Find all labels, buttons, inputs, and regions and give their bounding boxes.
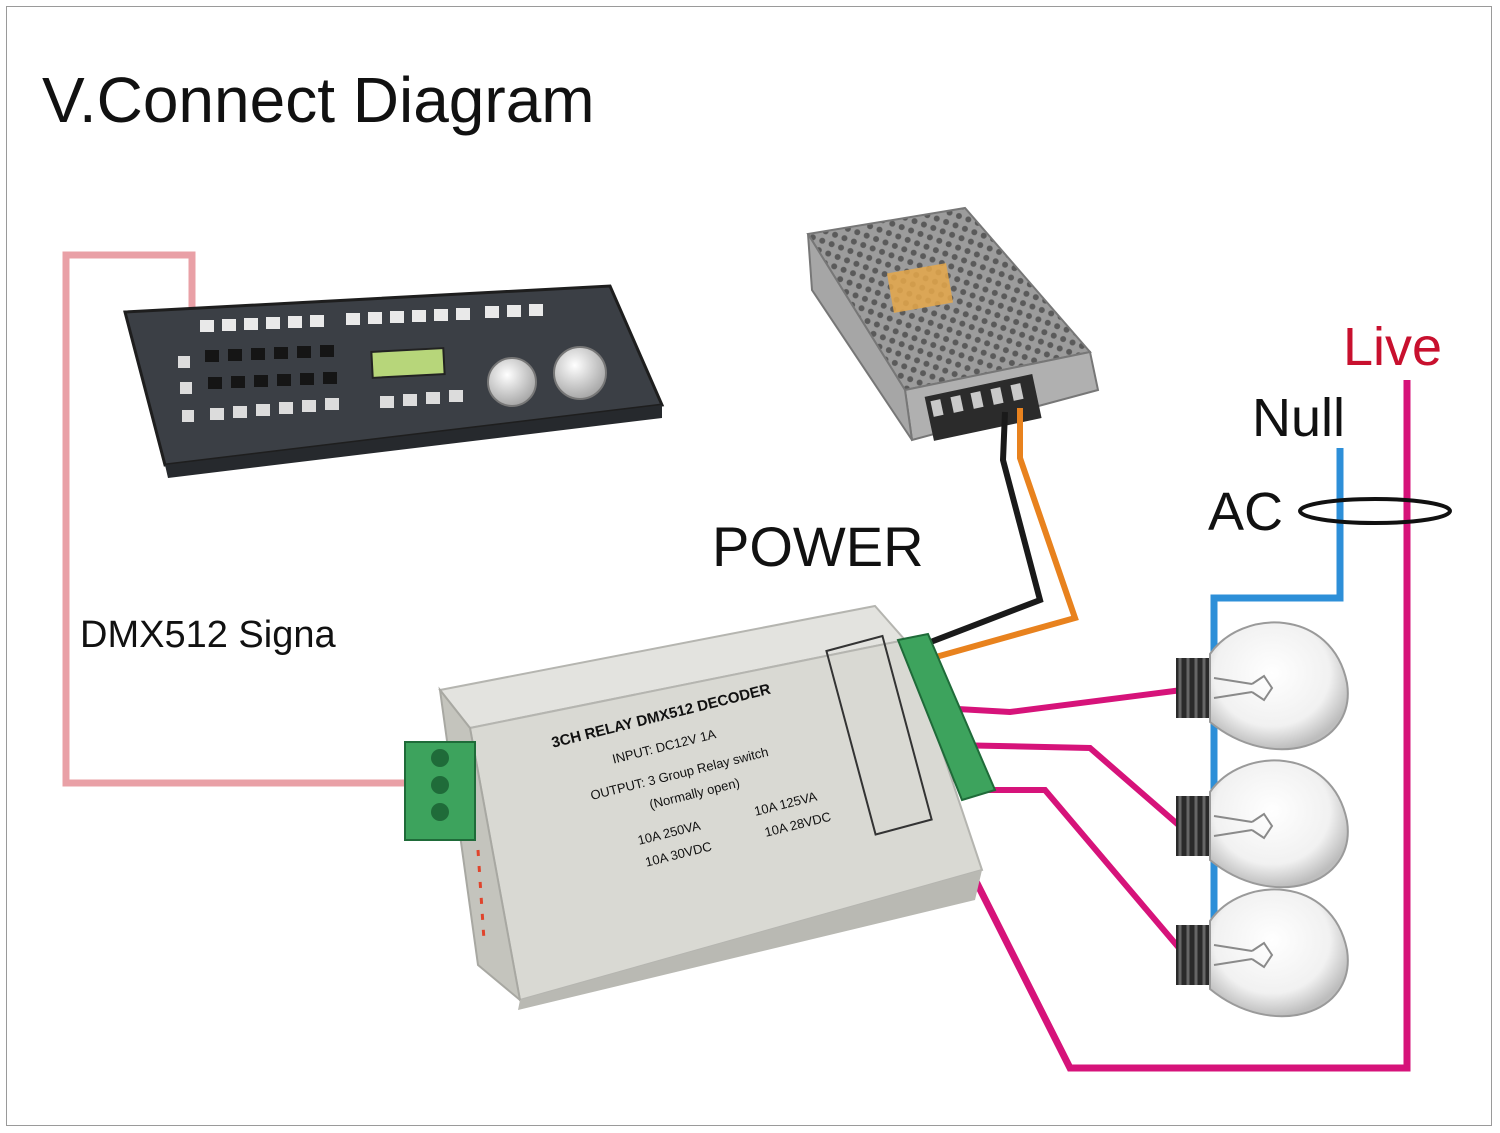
light-bulb-icon: [1174, 887, 1350, 1018]
power-negative-wire: [913, 411, 1044, 651]
power-label: POWER: [712, 515, 924, 578]
dmx-signal-wire: [62, 251, 405, 787]
diagram-frame: [6, 6, 1492, 1126]
terminal-block-icon: [896, 632, 997, 802]
live-wire: [921, 380, 1411, 1072]
dmx512-signal-label: DMX512 Signa: [80, 614, 336, 656]
relay-terminal-diagram: [825, 634, 933, 836]
dmx-console-icon: [123, 284, 665, 478]
relay-output-1-wire: [939, 687, 1183, 716]
light-bulb-icon: [1174, 620, 1350, 751]
decoder-box-icon: [438, 604, 984, 1010]
live-label: Live: [1343, 317, 1442, 377]
relay-output-2-wire: [949, 742, 1184, 831]
ac-cable-bundle-icon: [1298, 497, 1452, 525]
power-supply-icon: [806, 206, 1100, 442]
null-label: Null: [1252, 388, 1345, 448]
ac-label: AC: [1208, 482, 1283, 542]
diagram-title: V.Connect Diagram: [42, 64, 595, 136]
light-bulb-icon: [1174, 758, 1350, 889]
terminal-block-icon: [404, 741, 476, 841]
power-positive-wire: [917, 408, 1079, 665]
